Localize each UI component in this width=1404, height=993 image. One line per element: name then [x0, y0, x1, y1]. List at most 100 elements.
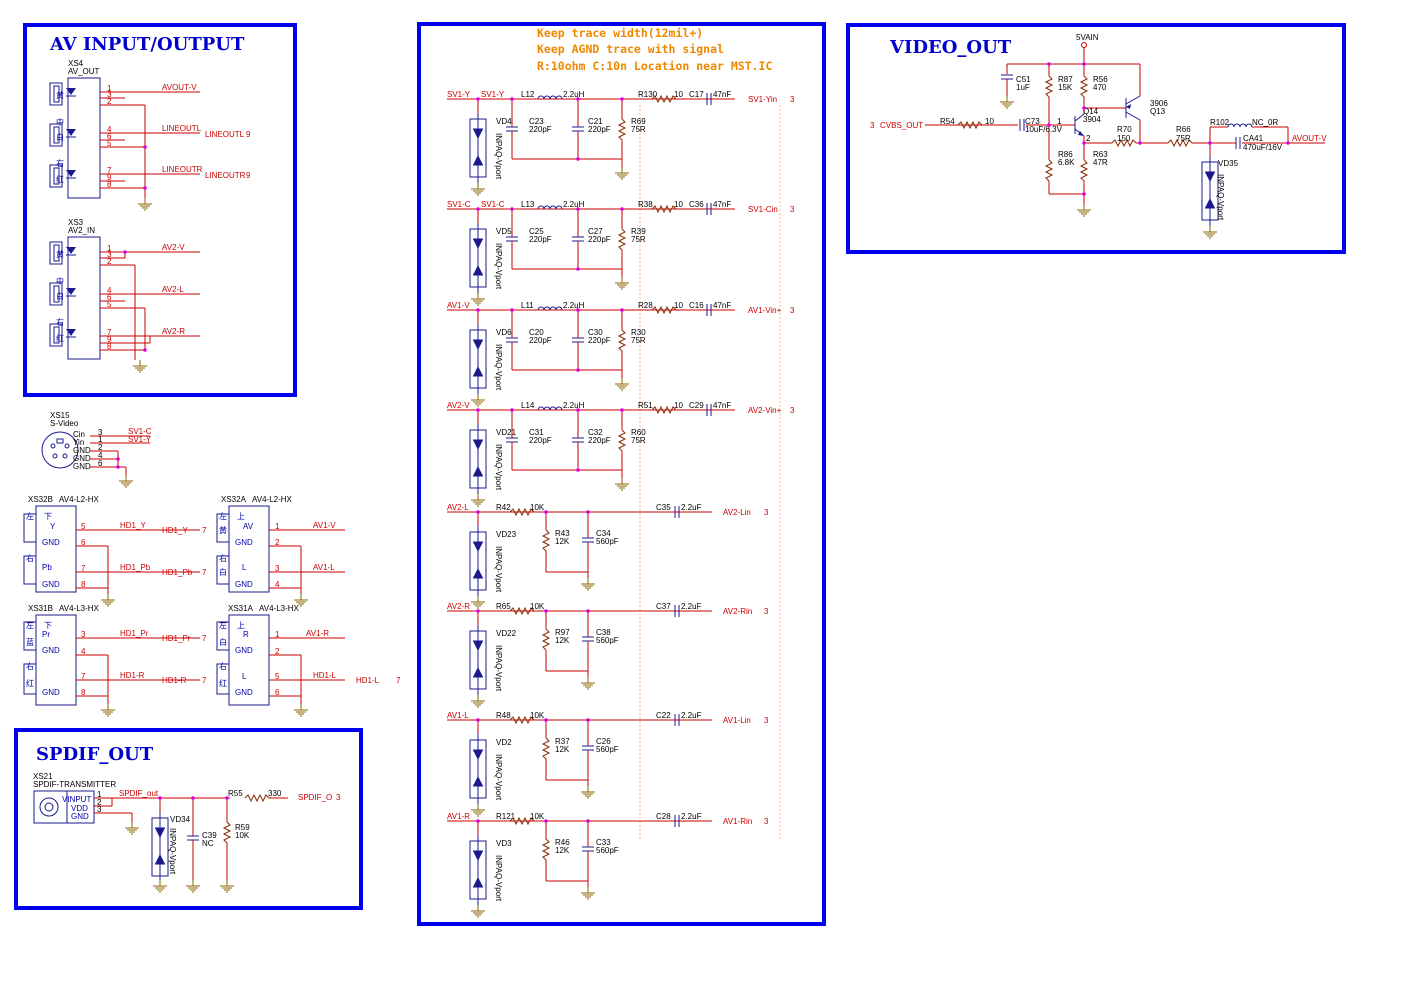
svg-text:3: 3 — [107, 250, 112, 259]
svg-text:S-Video: S-Video — [50, 419, 79, 428]
svg-text:C39: C39 — [202, 831, 217, 840]
svg-text:3: 3 — [97, 805, 102, 814]
svg-text:GND: GND — [42, 538, 60, 547]
svg-text:47R: 47R — [1093, 158, 1108, 167]
svg-text:AV2-L: AV2-L — [162, 285, 184, 294]
svg-text:470: 470 — [1093, 83, 1107, 92]
svg-text:NC: NC — [202, 839, 214, 848]
svg-text:SV1-Yin: SV1-Yin — [748, 95, 777, 104]
svg-text:R87: R87 — [1058, 75, 1073, 84]
audio-filter-av2r: AV2-R R65 10K VD22 INPAQ-Vport R97 12K C… — [447, 602, 769, 708]
svg-text:SV1-C: SV1-C — [447, 200, 471, 209]
svg-text:15K: 15K — [1058, 83, 1073, 92]
svg-text:VINPUT: VINPUT — [62, 795, 91, 804]
svg-text:75R: 75R — [1176, 134, 1191, 143]
svg-text:INPAQ-Vport: INPAQ-Vport — [494, 754, 503, 801]
svg-text:47nF: 47nF — [713, 90, 731, 99]
svg-text:C20: C20 — [529, 328, 544, 337]
svg-text:R65: R65 — [496, 602, 511, 611]
svg-text:3: 3 — [336, 793, 341, 802]
svg-text:左: 左 — [26, 620, 34, 630]
svg-text:2: 2 — [107, 257, 112, 266]
svg-text:VD34: VD34 — [170, 815, 191, 824]
svg-text:C34: C34 — [596, 529, 611, 538]
svg-text:HD1_Y: HD1_Y — [162, 526, 188, 535]
svg-text:Yin: Yin — [73, 438, 84, 447]
svg-text:C73: C73 — [1025, 117, 1040, 126]
svg-text:2.2uH: 2.2uH — [563, 90, 585, 99]
svg-text:1uF: 1uF — [1016, 83, 1030, 92]
svg-text:C30: C30 — [588, 328, 603, 337]
svg-text:C17: C17 — [689, 90, 704, 99]
svg-text:VD5: VD5 — [496, 227, 512, 236]
svg-text:10uF/6.3V: 10uF/6.3V — [1025, 125, 1063, 134]
svg-text:7: 7 — [202, 634, 207, 643]
svg-text:R: R — [243, 630, 249, 639]
svg-text:2: 2 — [98, 443, 103, 452]
svg-text:XS3: XS3 — [68, 218, 84, 227]
svg-text:C37: C37 — [656, 602, 671, 611]
svg-text:2.2uF: 2.2uF — [681, 602, 702, 611]
note-trace-width: Keep trace width(12mil+) — [537, 26, 703, 40]
svg-text:HD1-L: HD1-L — [313, 671, 337, 680]
svg-text:R42: R42 — [496, 503, 511, 512]
svg-text:220pF: 220pF — [529, 436, 552, 445]
svg-text:7: 7 — [81, 564, 86, 573]
svg-text:上: 上 — [237, 512, 245, 521]
svg-text:红: 红 — [26, 678, 34, 688]
svg-text:VDD: VDD — [71, 804, 88, 813]
svg-text:AV: AV — [243, 522, 254, 531]
svg-text:左: 左 — [26, 511, 34, 521]
svg-text:C38: C38 — [596, 628, 611, 637]
svg-text:C23: C23 — [529, 117, 544, 126]
svg-text:220pF: 220pF — [588, 336, 611, 345]
svg-text:1: 1 — [98, 435, 103, 444]
svideo-connector: XS15 S-Video Cin Yin GND GND GND 3 1 2 4… — [41, 411, 152, 488]
svg-text:VD2: VD2 — [496, 738, 512, 747]
svg-text:AV2-V: AV2-V — [447, 401, 470, 410]
svg-text:2: 2 — [107, 97, 112, 106]
svg-text:HD1_Pr: HD1_Pr — [162, 634, 191, 643]
svg-text:3904: 3904 — [1083, 115, 1101, 124]
svg-text:Q13: Q13 — [1150, 107, 1166, 116]
svg-text:右: 右 — [26, 553, 34, 563]
svg-text:GND: GND — [235, 646, 253, 655]
svg-text:SV1-Y: SV1-Y — [447, 90, 471, 99]
svg-text:AV1-L: AV1-L — [313, 563, 335, 572]
svg-text:白: 白 — [56, 291, 64, 301]
svg-text:白: 白 — [219, 637, 227, 647]
svg-text:7: 7 — [107, 328, 112, 337]
svg-text:10: 10 — [674, 90, 683, 99]
svg-text:10K: 10K — [530, 812, 545, 821]
svg-text:10K: 10K — [530, 711, 545, 720]
svg-text:C27: C27 — [588, 227, 603, 236]
svg-text:右: 右 — [219, 553, 227, 563]
video-out-circuit: 5VAIN C51 1uF R87 15K R56 470 3906 Q13 3… — [870, 33, 1327, 239]
svg-text:AVOUT-V: AVOUT-V — [162, 83, 197, 92]
svg-text:4: 4 — [107, 286, 112, 295]
spdif-out-title: SPDIF_OUT — [36, 744, 154, 765]
svg-text:AV1-V: AV1-V — [313, 521, 336, 530]
svg-text:220pF: 220pF — [588, 436, 611, 445]
svg-text:HD1-R: HD1-R — [162, 676, 187, 685]
svg-text:左: 左 — [219, 511, 227, 521]
svg-text:220pF: 220pF — [529, 235, 552, 244]
svg-text:VD4: VD4 — [496, 117, 512, 126]
svg-text:中: 中 — [56, 117, 64, 127]
svg-text:7: 7 — [81, 672, 86, 681]
svg-text:下: 下 — [44, 621, 52, 630]
svg-text:CA41: CA41 — [1243, 134, 1264, 143]
svg-text:AV4-L3-HX: AV4-L3-HX — [259, 604, 300, 613]
svg-text:INPAQ-Vport: INPAQ-Vport — [494, 133, 503, 180]
svg-text:10: 10 — [674, 301, 683, 310]
svg-text:右: 右 — [219, 661, 227, 671]
svg-text:560pF: 560pF — [596, 745, 619, 754]
svg-text:4: 4 — [107, 125, 112, 134]
svg-text:R28: R28 — [638, 301, 653, 310]
svg-text:C22: C22 — [656, 711, 671, 720]
svg-text:75R: 75R — [631, 235, 646, 244]
svg-text:3: 3 — [790, 95, 795, 104]
svg-text:2.2uF: 2.2uF — [681, 503, 702, 512]
svg-text:AV2-L: AV2-L — [447, 503, 469, 512]
svg-text:3: 3 — [764, 508, 769, 517]
